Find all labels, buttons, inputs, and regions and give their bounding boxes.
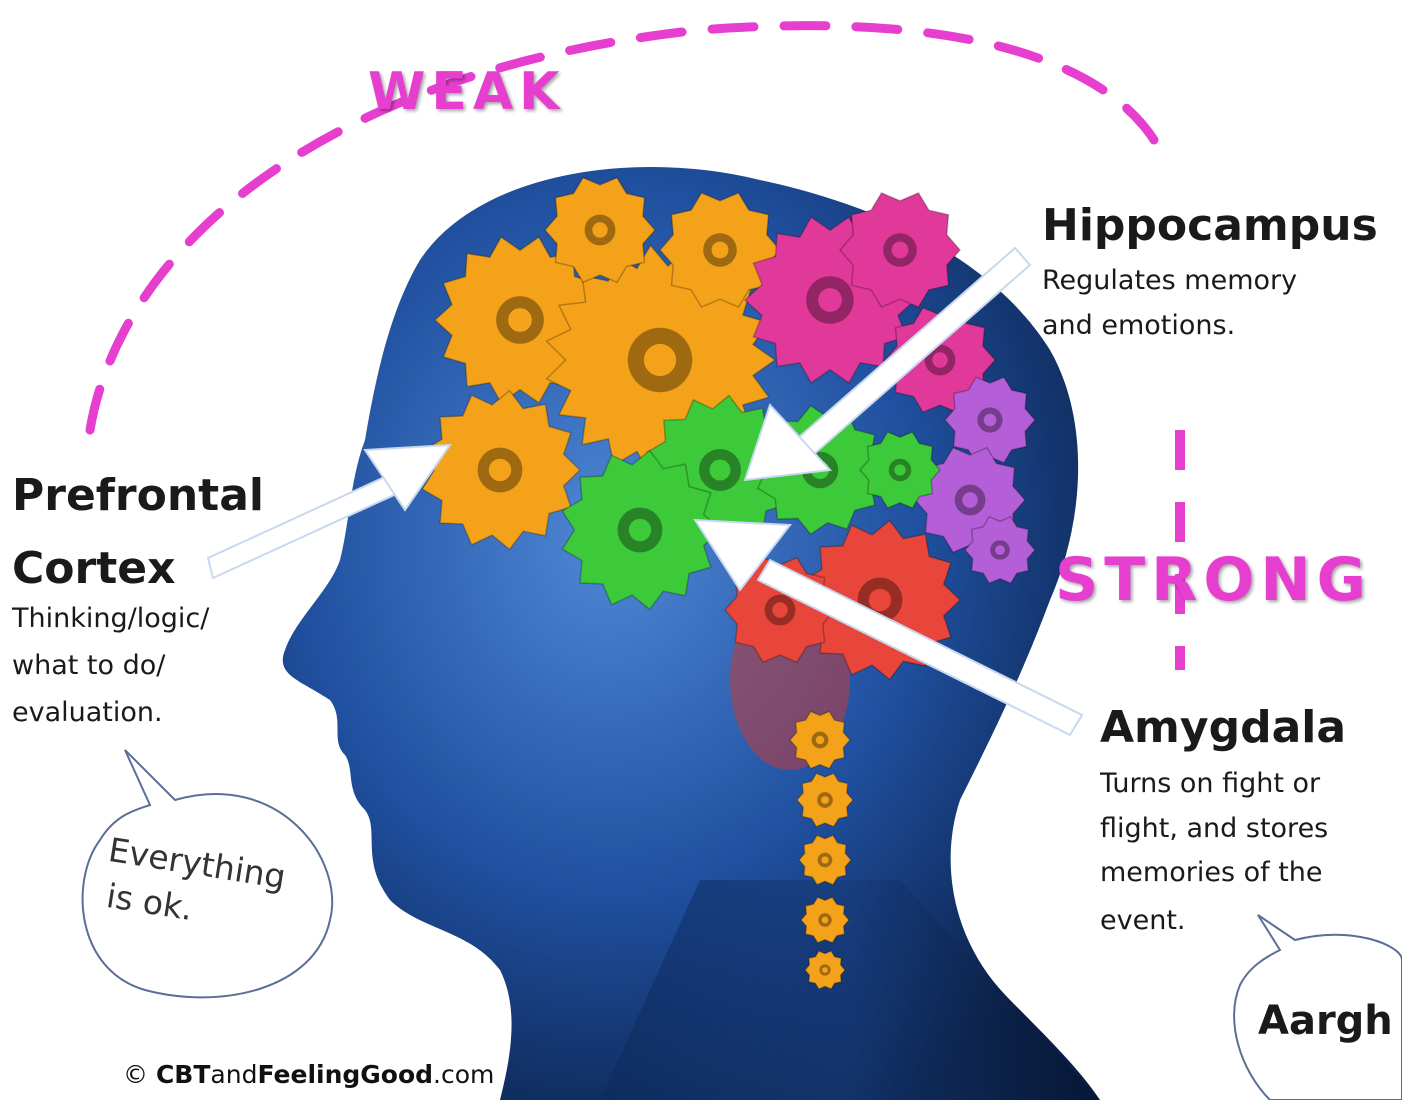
gear-axle-11 (710, 460, 731, 481)
gear-axle-5 (818, 288, 842, 312)
bubble-right-text: Aargh (1258, 998, 1393, 1044)
copyright-notice: © CBTandFeelingGood.com (123, 1060, 494, 1089)
strong-label: STRONG (1055, 545, 1372, 615)
gear-axle-0 (508, 308, 532, 332)
prefrontal-desc-line1: Thinking/logic/ (12, 603, 209, 634)
gear-axle-1 (644, 344, 676, 376)
hippocampus-desc-line1: Regulates memory (1042, 265, 1297, 296)
weak-label: WEAK (368, 62, 565, 122)
gear-axle-18 (821, 796, 829, 804)
brand-cbt: CBT (156, 1060, 210, 1089)
gear-axle-9 (962, 492, 977, 507)
prefrontal-desc-line3: evaluation. (12, 697, 163, 728)
gear-axle-15 (869, 589, 891, 611)
gear-axle-7 (932, 352, 947, 367)
brand-tld: .com (433, 1060, 494, 1089)
gear-axle-3 (592, 222, 607, 237)
gear-axle-17 (816, 736, 824, 744)
prefrontal-desc-line2: what to do/ (12, 650, 165, 681)
gear-axle-12 (629, 519, 651, 541)
gear-axle-20 (822, 917, 829, 924)
amygdala-title: Amygdala (1100, 702, 1346, 753)
gear-axle-21 (822, 967, 828, 973)
gear-axle-2 (489, 459, 511, 481)
gear-axle-4 (712, 242, 729, 259)
brand-feeling-good: FeelingGood (257, 1060, 433, 1089)
prefrontal-title-line2: Cortex (12, 543, 175, 594)
amygdala-desc-line4: event. (1100, 905, 1185, 936)
prefrontal-title-line1: Prefrontal (12, 470, 264, 521)
gear-axle-19 (821, 856, 828, 863)
hippocampus-desc-line2: and emotions. (1042, 310, 1235, 341)
amygdala-desc-line1: Turns on fight or (1100, 768, 1320, 799)
copyright-symbol: © (123, 1060, 148, 1089)
amygdala-desc-line3: memories of the (1100, 857, 1323, 888)
hippocampus-title: Hippocampus (1042, 200, 1378, 251)
gear-axle-8 (984, 414, 997, 427)
amygdala-desc-line2: flight, and stores (1100, 813, 1328, 844)
gear-axle-16 (772, 602, 787, 617)
gear-axle-14 (894, 464, 905, 475)
gear-axle-10 (995, 545, 1005, 555)
gear-axle-6 (892, 242, 909, 259)
brand-and: and (210, 1060, 257, 1089)
